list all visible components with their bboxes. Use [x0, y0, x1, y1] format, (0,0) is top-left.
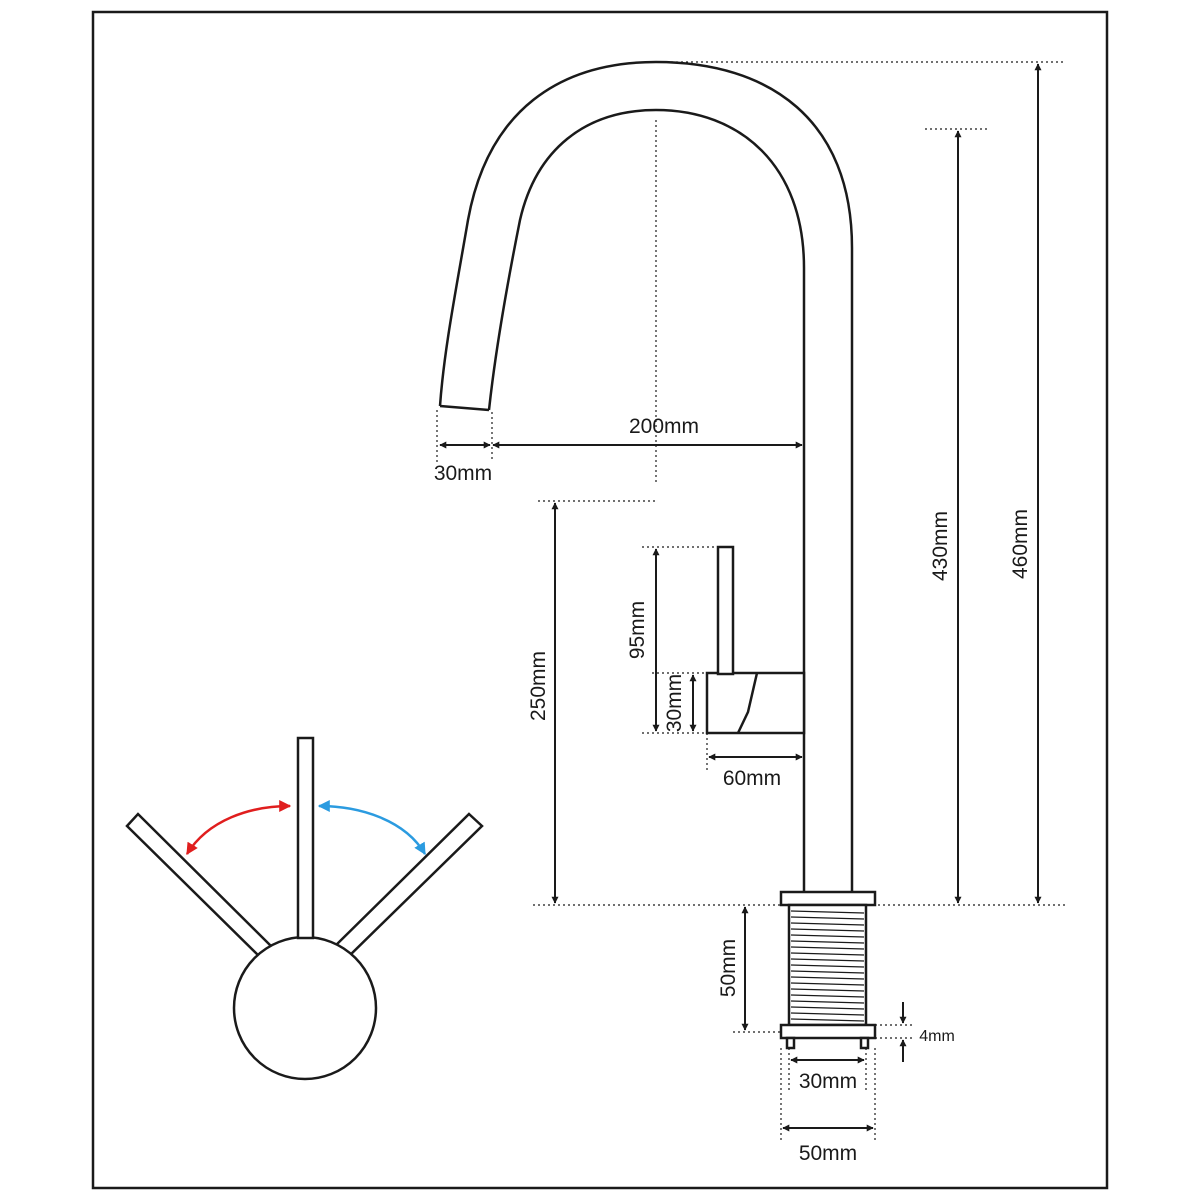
thread-line [790, 940, 865, 944]
threaded-shank [787, 903, 868, 1027]
label-lever-base-height: 30mm [663, 674, 686, 732]
lever-hot-position [125, 812, 274, 960]
label-thread-diameter: 30mm [799, 1070, 857, 1093]
hot-rotation-arrow [185, 800, 292, 856]
label-spout-inner-height: 430mm [929, 511, 952, 581]
thread-line [790, 970, 865, 974]
label-spout-reach: 200mm [629, 415, 699, 438]
lever-cold-position [331, 812, 484, 961]
thread-line [790, 1006, 865, 1010]
label-base-diameter: 50mm [799, 1142, 857, 1165]
handle-body-cap-line [736, 672, 759, 734]
faucet-side-view [438, 60, 877, 1050]
dimension-lines [439, 63, 1042, 1132]
handle-lever [716, 545, 735, 676]
label-handle-height: 250mm [527, 651, 550, 721]
spout-outer-curve [438, 60, 854, 892]
spout-inner-curve [487, 108, 806, 892]
label-handle-body-length: 60mm [723, 767, 781, 790]
thread-line [790, 982, 865, 986]
thread-line [790, 988, 865, 992]
lever-center-position [296, 736, 315, 940]
thread-line [790, 934, 865, 938]
faucet-body-circle [232, 935, 378, 1081]
thread-line [790, 976, 865, 980]
extension-lines [436, 61, 1065, 1140]
thread-line [790, 1012, 865, 1016]
thread-line [790, 946, 865, 950]
thread-line [790, 910, 865, 914]
thread-line [790, 964, 865, 968]
label-washer-thickness: 4mm [919, 1028, 955, 1045]
thread-line [790, 1018, 865, 1022]
washer [779, 1023, 877, 1040]
nut-left [785, 1036, 796, 1050]
label-total-height: 460mm [1009, 509, 1032, 579]
cold-rotation-arrow [317, 800, 427, 856]
thread-line [790, 916, 865, 920]
thread-line [790, 958, 865, 962]
base-plate [779, 890, 877, 907]
label-spout-outlet-width: 30mm [434, 462, 492, 485]
drawing-frame [91, 10, 1109, 1190]
thread-line [790, 952, 865, 956]
spout-outlet [439, 404, 490, 412]
dimension-labels: 30mm 200mm 250mm 95mm 30mm 60mm 430mm 46… [434, 415, 1032, 1165]
label-thread-length: 50mm [717, 939, 740, 997]
label-lever-length: 95mm [626, 601, 649, 659]
thread-line [790, 994, 865, 998]
thread-line [790, 928, 865, 932]
thread-line [790, 1000, 865, 1004]
faucet-front-view [125, 736, 484, 1081]
nut-right [859, 1036, 870, 1050]
thread-line [790, 922, 865, 926]
